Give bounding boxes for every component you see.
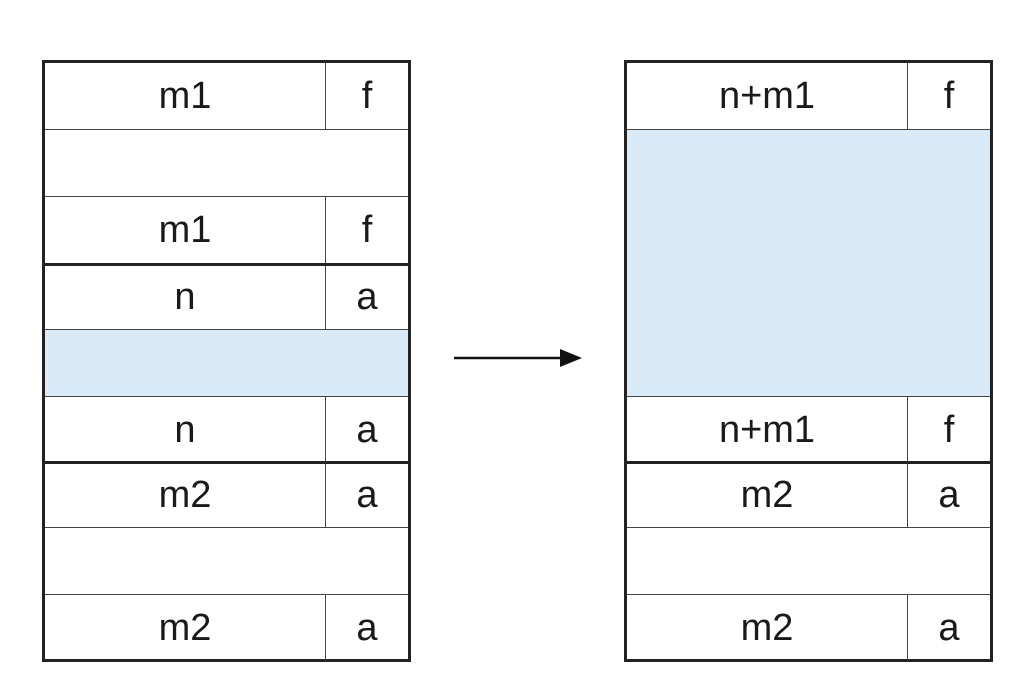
block-header: m2 a bbox=[45, 461, 408, 527]
block-size: m2 bbox=[627, 595, 908, 661]
block-flag: f bbox=[943, 74, 955, 117]
block-footer: m2 a bbox=[627, 595, 990, 661]
block-size: m2 bbox=[627, 464, 908, 527]
block-payload-highlighted bbox=[45, 329, 408, 397]
block-payload bbox=[45, 129, 408, 197]
block-flag: a bbox=[356, 474, 378, 516]
block-flag: a bbox=[356, 408, 378, 451]
block-size: m2 bbox=[45, 464, 326, 527]
block-flag: a bbox=[356, 276, 378, 318]
block-header: m2 a bbox=[627, 461, 990, 527]
block-header: m1 f bbox=[45, 63, 408, 129]
block-size: n bbox=[45, 397, 326, 463]
block-footer: n a bbox=[45, 397, 408, 463]
block-flag: f bbox=[361, 208, 373, 251]
block-flag: a bbox=[938, 474, 960, 516]
block-size: m1 bbox=[45, 63, 326, 129]
block-payload bbox=[45, 527, 408, 595]
block-size: m1 bbox=[45, 197, 326, 263]
block-size: n bbox=[45, 266, 326, 329]
block-flag: f bbox=[943, 408, 955, 451]
block-flag: a bbox=[938, 606, 960, 649]
right-arrow-icon bbox=[454, 349, 582, 367]
block-payload bbox=[627, 527, 990, 595]
block-flag: a bbox=[356, 606, 378, 649]
block-size: n+m1 bbox=[627, 397, 908, 463]
block-header: n+m1 f bbox=[627, 63, 990, 129]
block-footer: m1 f bbox=[45, 197, 408, 263]
heap-before: m1 f m1 f n a n a m2 a m2 a bbox=[42, 60, 411, 662]
block-footer: n+m1 f bbox=[627, 397, 990, 463]
block-size: m2 bbox=[45, 595, 326, 661]
block-size: n+m1 bbox=[627, 63, 908, 129]
block-footer: m2 a bbox=[45, 595, 408, 661]
block-header: n a bbox=[45, 263, 408, 329]
block-flag: f bbox=[361, 74, 373, 117]
block-payload-highlighted bbox=[627, 129, 990, 397]
heap-after: n+m1 f n+m1 f m2 a m2 a bbox=[624, 60, 993, 662]
